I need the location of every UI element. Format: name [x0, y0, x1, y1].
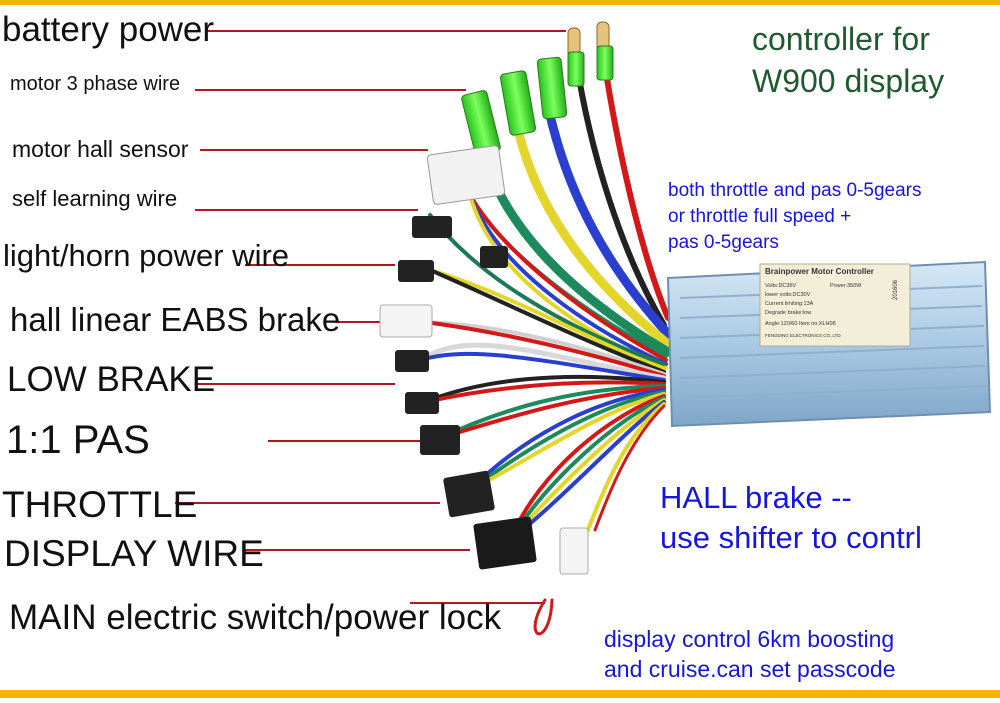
controller-housing — [666, 260, 992, 428]
pointer-lines — [175, 30, 566, 604]
note-display-1: display control 6km boosting — [604, 626, 895, 652]
label-self-learning: self learning wire — [12, 186, 178, 211]
plate-row-brake: Degrade brake:low — [765, 310, 812, 316]
label-display-wire: DISPLAY WIRE — [4, 533, 264, 574]
note-gears-1: both throttle and pas 0-5gears — [668, 180, 922, 201]
plate-row-lower-volts: lower volts:DC30V — [765, 292, 811, 298]
plate-title: Brainpower Motor Controller — [765, 267, 874, 276]
wire-bundle — [417, 57, 673, 636]
label-light-horn: light/horn power wire — [3, 238, 290, 273]
title-line-2: W900 display — [752, 63, 945, 99]
label-low-brake: LOW BRAKE — [7, 360, 216, 399]
title-line-1: controller for — [752, 21, 930, 57]
label-motor-hall-sensor: motor hall sensor — [12, 136, 189, 162]
bottom-border — [0, 690, 1000, 698]
plate-row-angle: Angle:120/60 Item no:XLH08 — [765, 321, 836, 327]
phase-connectors — [461, 45, 614, 156]
label-battery-power: battery power — [2, 10, 215, 49]
plate-row-volts: Volts:DC36V — [765, 283, 797, 289]
note-hall-2: use shifter to contrl — [660, 520, 922, 555]
top-border — [0, 0, 1000, 5]
label-pas: 1:1 PAS — [6, 418, 150, 462]
plate-maker: FENGDING ELECTRONICS CO.,LTD — [765, 333, 841, 338]
bullet-connectors — [567, 21, 610, 59]
plate-side-code: 201606 — [893, 279, 899, 300]
note-gears-3: pas 0-5gears — [668, 232, 779, 253]
plug-connectors — [379, 145, 589, 575]
note-hall-1: HALL brake -- — [660, 480, 852, 515]
note-display-2: and cruise.can set passcode — [604, 656, 896, 682]
label-main-switch: MAIN electric switch/power lock — [9, 598, 502, 637]
label-hall-eabs: hall linear EABS brake — [10, 301, 341, 338]
plate-row-power: Power:350W — [830, 283, 862, 289]
plate-row-current: Current limiting:13A — [765, 301, 814, 307]
note-gears-2: or throttle full speed + — [668, 206, 852, 227]
label-motor-3-phase: motor 3 phase wire — [10, 73, 181, 95]
label-throttle: THROTTLE — [2, 484, 198, 525]
